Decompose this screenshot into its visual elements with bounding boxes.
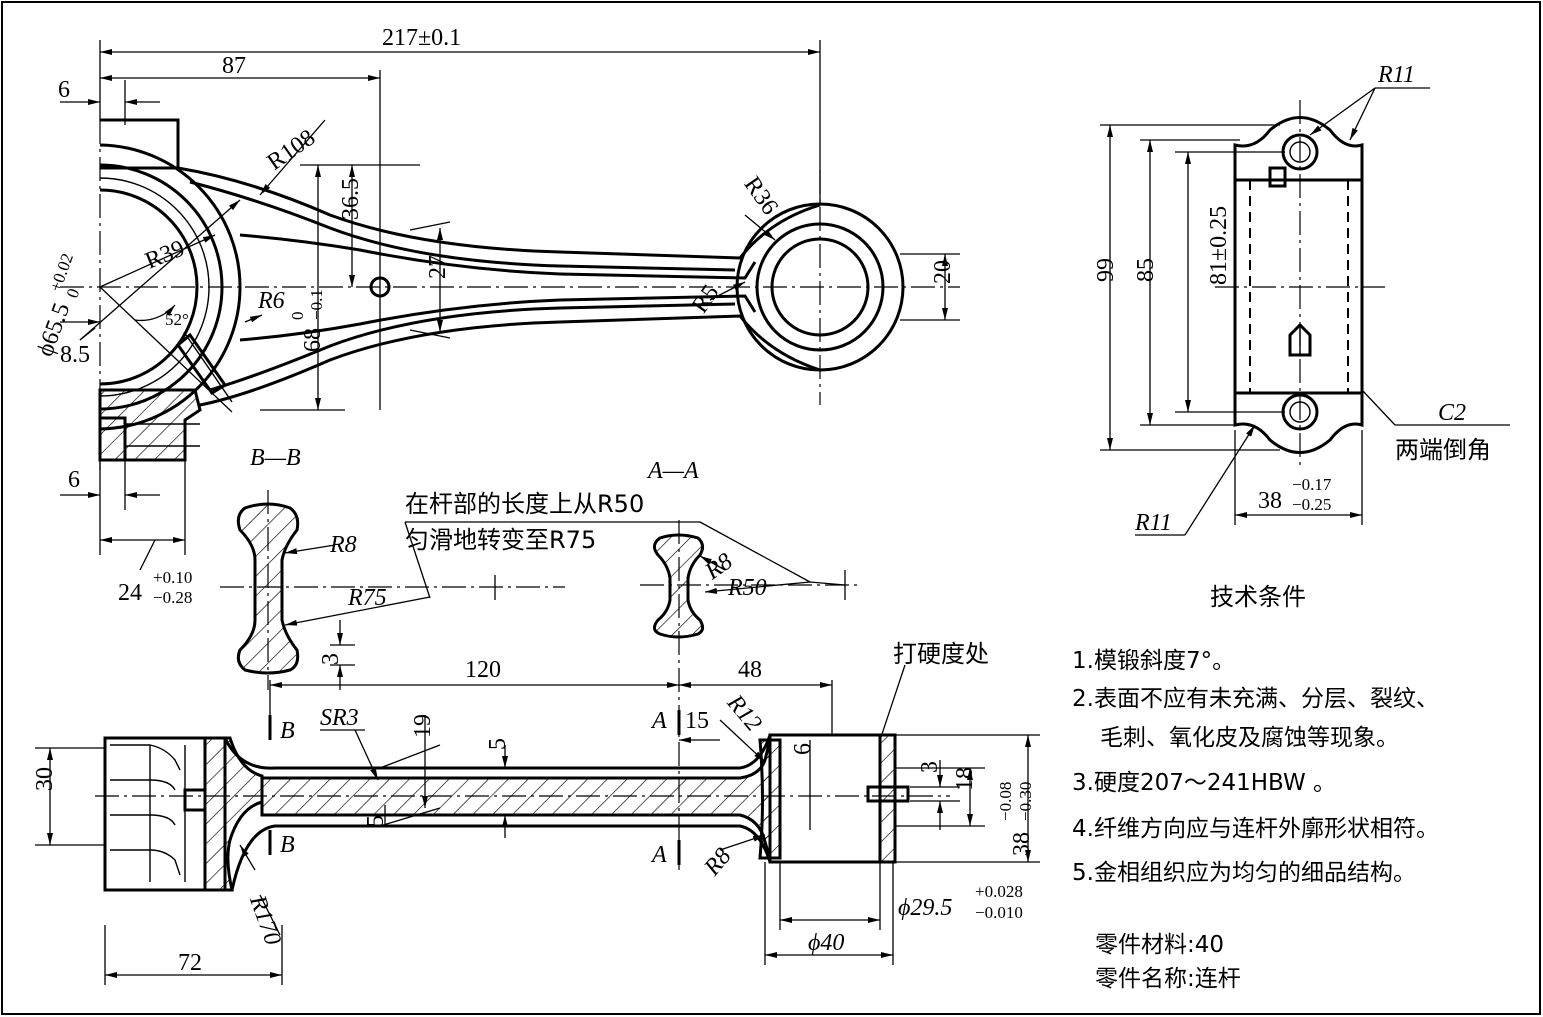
dim-48: 48 — [738, 657, 762, 683]
dim-overall-length: 217±0.1 — [382, 25, 461, 51]
svg-text:−0.08: −0.08 — [996, 782, 1015, 821]
mark-b-bottom: B — [280, 832, 295, 858]
chamfer-note: 两端倒角 — [1395, 436, 1491, 464]
dim-sr3: SR3 — [320, 705, 359, 731]
tech-item-5: 5.金相组织应为均匀的细品结构。 — [1072, 860, 1416, 886]
dim-19: 19 — [410, 714, 436, 738]
technical-conditions: 技术条件 1.模锻斜度7°。 2.表面不应有未充满、分层、裂纹、 毛刺、氧化皮及… — [1072, 583, 1439, 992]
svg-text:−0.010: −0.010 — [975, 903, 1023, 922]
tech-item-2: 2.表面不应有未充满、分层、裂纹、 — [1072, 686, 1439, 712]
dim-72: 72 — [178, 950, 202, 976]
dim-6-top: 6 — [58, 77, 70, 103]
tech-item-2b: 毛刺、氧化皮及腐蚀等现象。 — [1100, 725, 1399, 751]
dim-8-5: 8.5 — [60, 342, 90, 368]
front-view: 217±0.1 87 6 R108 36.5 R36 R39 ϕ65.5 +0.… — [32, 25, 960, 607]
svg-text:−0.28: −0.28 — [153, 588, 192, 607]
dim-36-5: 36.5 — [338, 178, 364, 220]
dim-phi-40: ϕ40 — [808, 930, 844, 956]
dim-38-cap: 38 −0.17 −0.25 — [1258, 475, 1332, 514]
svg-text:+0.02: +0.02 — [46, 251, 77, 294]
tech-title: 技术条件 — [1210, 583, 1306, 611]
dim-3-side: 3 — [917, 761, 943, 773]
mark-a-bottom: A — [650, 842, 667, 868]
svg-text:−0.30: −0.30 — [1016, 782, 1035, 821]
part-material: 零件材料:40 — [1095, 932, 1224, 958]
dim-20: 20 — [930, 260, 956, 284]
dim-85: 85 — [1133, 258, 1159, 282]
note-line2: 匀滑地转变至R75 — [405, 526, 596, 554]
note-line1: 在杆部的长度上从R50 — [405, 490, 644, 518]
dim-r50: R50 — [727, 575, 767, 601]
tech-item-4: 4.纤维方向应与连杆外廓形状相符。 — [1072, 816, 1439, 842]
mark-a-top: A — [650, 708, 667, 734]
dim-6-bottom: 6 — [68, 467, 80, 493]
dim-r8-bb: R8 — [329, 532, 357, 558]
section-aa-label: A—A — [646, 458, 699, 484]
dim-r12: R12 — [721, 689, 766, 736]
dim-r75: R75 — [347, 585, 387, 611]
dim-3-bb: 3 — [318, 653, 344, 665]
dim-r11-bottom: R11 — [1134, 510, 1172, 536]
dim-15: 15 — [685, 708, 709, 734]
dim-18: 18 — [952, 767, 978, 791]
dim-24: 24 +0.10 −0.28 — [118, 568, 192, 607]
section-bb-label: B—B — [250, 445, 301, 471]
svg-text:−0.17: −0.17 — [1292, 475, 1332, 494]
tech-item-3: 3.硬度207～241HBW 。 — [1072, 770, 1336, 796]
svg-text:0: 0 — [63, 286, 84, 300]
dim-30: 30 — [32, 767, 58, 791]
dim-5-top: 5 — [485, 738, 511, 750]
dim-r36: R36 — [739, 172, 783, 220]
dim-6-side: 6 — [790, 743, 816, 755]
svg-text:ϕ29.5: ϕ29.5 — [898, 895, 952, 921]
dim-r108: R108 — [263, 125, 321, 176]
svg-text:+0.028: +0.028 — [975, 882, 1023, 901]
dim-99: 99 — [1093, 258, 1119, 282]
tech-item-1: 1.模锻斜度7°。 — [1072, 648, 1235, 674]
dim-r11-top: R11 — [1377, 62, 1415, 88]
section-b-b: B—B R8 R75 3 — [220, 445, 565, 690]
svg-text:68: 68 — [300, 328, 326, 352]
dim-5-bottom: 5 — [363, 815, 389, 827]
svg-text:+0.10: +0.10 — [153, 568, 192, 587]
dim-small-bore: ϕ29.5 +0.028 −0.010 — [898, 882, 1023, 922]
dim-angle-52: 52° — [165, 310, 189, 329]
dim-r39: R39 — [142, 235, 189, 274]
svg-text:−0.1: −0.1 — [307, 289, 326, 320]
svg-text:38: 38 — [1258, 488, 1282, 514]
dim-120: 120 — [465, 657, 501, 683]
dim-38-side: 38 −0.08 −0.30 — [996, 782, 1035, 856]
dim-r8-side: R8 — [699, 843, 737, 881]
part-name: 零件名称:连杆 — [1095, 966, 1241, 992]
mark-b-top: B — [280, 718, 295, 744]
svg-text:−0.25: −0.25 — [1292, 495, 1331, 514]
svg-text:38: 38 — [1009, 832, 1035, 856]
cap-end-view: 99 85 81±0.25 R11 C2 两端倒角 R11 38 −0.17 −… — [1093, 62, 1510, 536]
dim-c2: C2 — [1438, 400, 1466, 426]
hardness-spot-label: 打硬度处 — [893, 640, 989, 668]
dim-27: 27 — [425, 255, 451, 279]
dim-81: 81±0.25 — [1206, 206, 1232, 285]
dim-87: 87 — [222, 53, 246, 79]
dim-r170: R170 — [244, 891, 286, 948]
svg-text:24: 24 — [118, 580, 142, 606]
dim-r5: R5 — [687, 280, 724, 318]
side-section-view: B B A A 120 48 打硬度处 SR3 19 5 5 15 R12 R8 — [32, 640, 1040, 985]
svg-text:0: 0 — [288, 312, 307, 321]
dim-r6: R6 — [257, 288, 285, 314]
dim-68: 68 0 −0.1 — [288, 289, 326, 352]
